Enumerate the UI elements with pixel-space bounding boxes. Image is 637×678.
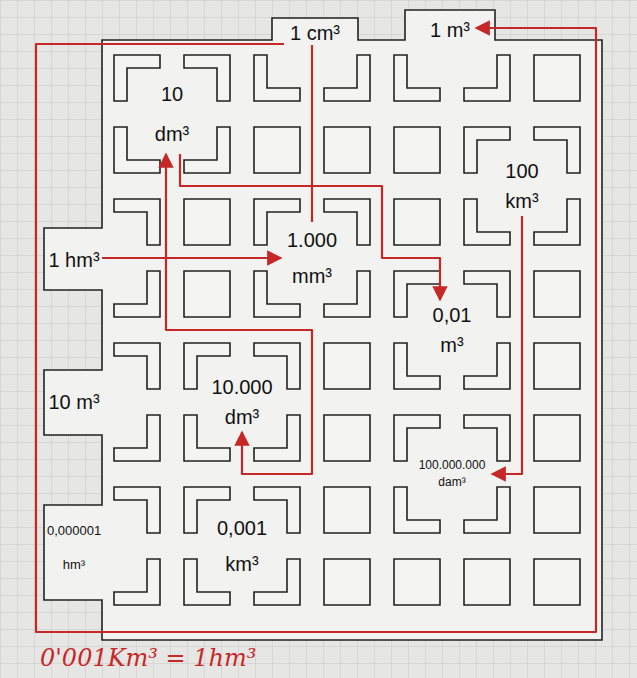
unit-text: 100 km³ (494, 156, 550, 216)
maze-corner (394, 55, 440, 101)
unit-cell: 0,000001 hm³ (45, 514, 103, 582)
maze-corner (534, 199, 580, 245)
maze-corner (394, 487, 440, 533)
maze-block (394, 559, 440, 605)
unit-cell: 1 cm³ (284, 21, 346, 45)
unit-cell: 0,01 m³ (423, 300, 481, 360)
unit-text: 10 dm³ (149, 74, 195, 154)
maze-block (534, 415, 580, 461)
unit-text: 100.000.000 dam³ (414, 457, 490, 491)
unit-cell: 100 km³ (492, 156, 552, 216)
maze-corner (464, 55, 510, 101)
unit-text: 1.000 mm³ (283, 222, 341, 294)
maze-corner (114, 559, 160, 605)
unit-cell: 1 m³ (424, 18, 476, 42)
unit-cell: 100.000.000 dam³ (412, 457, 492, 491)
unit-cell: 1.000 mm³ (281, 222, 343, 294)
solution-line (311, 45, 313, 222)
maze-corner (184, 127, 230, 173)
maze-corner (464, 415, 510, 461)
maze-block (184, 271, 230, 317)
maze-block (324, 487, 370, 533)
maze-block (534, 487, 580, 533)
maze-corner (464, 127, 510, 173)
maze-corner (114, 127, 160, 173)
maze-corner (254, 559, 300, 605)
maze-block (534, 343, 580, 389)
unit-cell: 10 dm³ (147, 74, 197, 154)
solution-line (102, 257, 281, 259)
maze-block (324, 343, 370, 389)
maze-corner (464, 343, 510, 389)
handwritten-note: 0'001Km³ = 1hm³ (40, 644, 256, 672)
unit-text: 1 cm³ (286, 21, 344, 45)
maze-corner (184, 415, 230, 461)
maze-corner (324, 55, 370, 101)
maze-corner (114, 343, 160, 389)
unit-text: 10.000 dm³ (211, 372, 273, 432)
unit-cell: 1 hm³ (46, 248, 102, 272)
unit-text: 10 m³ (47, 390, 101, 414)
maze-block (254, 127, 300, 173)
unit-text: 1 m³ (426, 18, 474, 42)
maze-block (324, 559, 370, 605)
solution-line (36, 28, 596, 632)
maze-block (324, 415, 370, 461)
maze-corner (114, 271, 160, 317)
maze-corner (114, 415, 160, 461)
maze-block (534, 55, 580, 101)
maze-block (534, 271, 580, 317)
unit-cell: 10.000 dm³ (209, 372, 275, 432)
solution-line (180, 154, 440, 300)
maze-corner (534, 127, 580, 173)
maze-corner (394, 343, 440, 389)
maze-block (324, 127, 370, 173)
unit-text: 1 hm³ (48, 248, 100, 272)
maze-corner (254, 55, 300, 101)
maze-corner (464, 199, 510, 245)
unit-text: 0,01 m³ (425, 300, 479, 360)
maze-walls (114, 55, 580, 605)
maze-block (534, 559, 580, 605)
maze-block (184, 199, 230, 245)
maze-corner (254, 415, 300, 461)
unit-cell: 0,001 km³ (211, 510, 273, 582)
solution-line (166, 154, 312, 474)
unit-cell: 10 m³ (45, 390, 103, 414)
maze-block (464, 559, 510, 605)
maze-corner (184, 559, 230, 605)
maze-corner (464, 487, 510, 533)
maze-corner (394, 415, 440, 461)
maze-block (394, 199, 440, 245)
maze-corner (114, 199, 160, 245)
unit-text: 0,001 km³ (213, 510, 271, 582)
maze-corner (114, 487, 160, 533)
maze-block (394, 127, 440, 173)
maze-corner (114, 55, 160, 101)
solution-line (492, 216, 522, 474)
maze-corner (184, 55, 230, 101)
unit-text: 0,000001 hm³ (47, 514, 101, 582)
maze-outline (44, 10, 602, 640)
